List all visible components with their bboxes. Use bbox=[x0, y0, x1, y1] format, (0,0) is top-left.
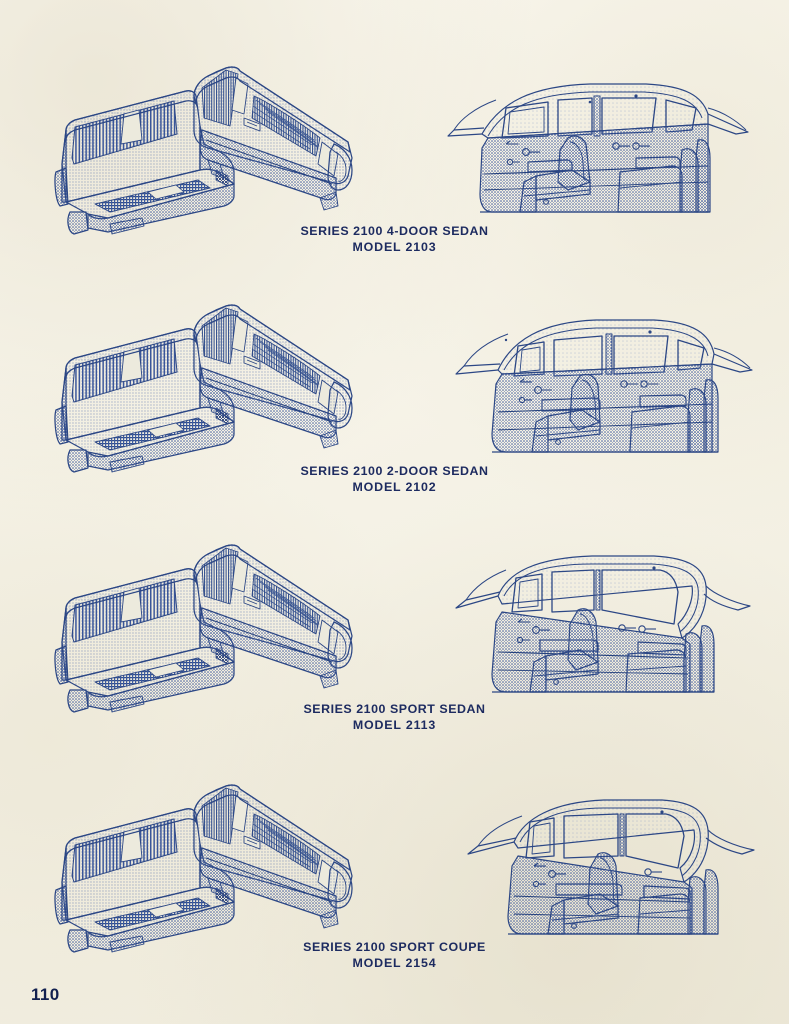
caption-line1: SERIES 2100 2-DOOR SEDAN bbox=[300, 464, 489, 478]
seat-illustration-2154 bbox=[48, 770, 398, 953]
car-cutaway-2103 bbox=[440, 62, 760, 227]
page-number: 110 bbox=[31, 985, 60, 1004]
car-cutaway-2154 bbox=[444, 776, 764, 946]
seat-illustration-2102 bbox=[48, 290, 398, 473]
car-cutaway-2102 bbox=[442, 296, 762, 466]
caption-line1: SERIES 2100 4-DOOR SEDAN bbox=[300, 224, 489, 238]
caption-2103: SERIES 2100 4-DOOR SEDAN MODEL 2103 bbox=[0, 224, 789, 255]
caption-2113: SERIES 2100 SPORT SEDAN MODEL 2113 bbox=[0, 702, 789, 733]
seat-illustration-2113 bbox=[48, 530, 398, 713]
caption-line2: MODEL 2102 bbox=[352, 479, 437, 494]
caption-2102: SERIES 2100 2-DOOR SEDAN MODEL 2102 bbox=[0, 464, 789, 495]
caption-line2: MODEL 2113 bbox=[352, 717, 437, 732]
caption-line2: MODEL 2154 bbox=[352, 955, 437, 970]
caption-line1: SERIES 2100 SPORT COUPE bbox=[303, 940, 486, 954]
car-cutaway-2113 bbox=[442, 534, 762, 706]
seat-illustration-2103 bbox=[48, 52, 398, 235]
caption-line2: MODEL 2103 bbox=[352, 239, 437, 254]
caption-2154: SERIES 2100 SPORT COUPE MODEL 2154 bbox=[0, 940, 789, 971]
caption-line1: SERIES 2100 SPORT SEDAN bbox=[303, 702, 486, 716]
